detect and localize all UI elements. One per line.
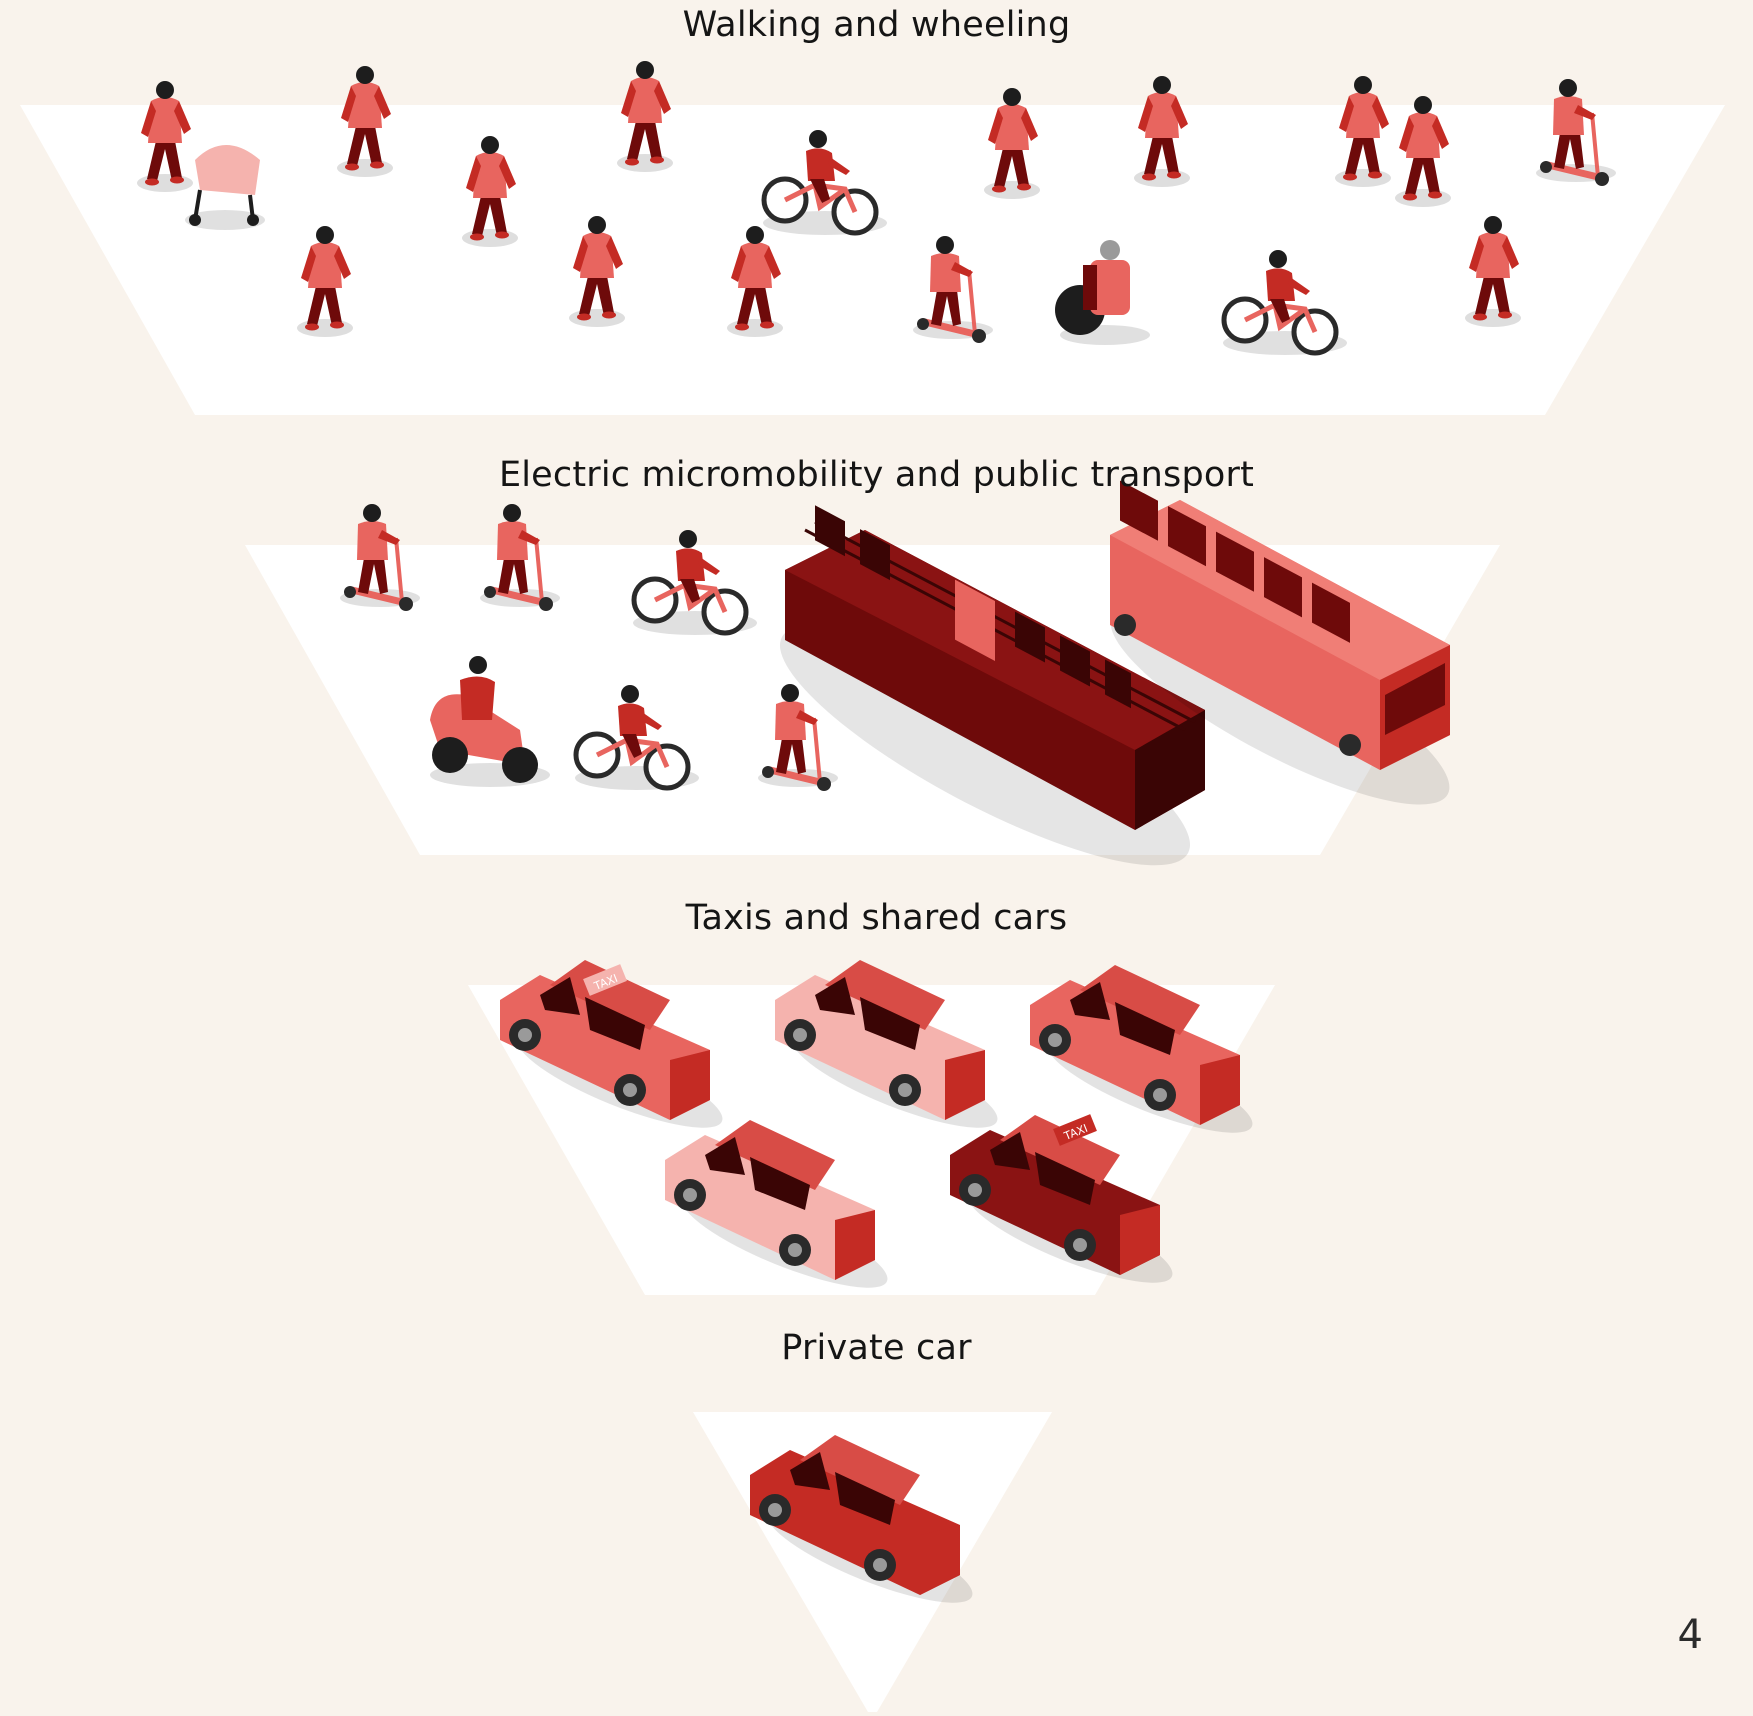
walking-figures: [137, 61, 1616, 355]
wheelchair-icon: [1055, 240, 1150, 345]
moped-icon: [430, 656, 550, 787]
tier-title-walking: Walking and wheeling: [682, 5, 1071, 45]
tier-title-private-car: Private car: [781, 1328, 972, 1368]
page-number: 4: [1677, 1612, 1703, 1658]
stroller-icon: [185, 145, 265, 230]
taxi-figures: TAXI TAXI: [500, 960, 1262, 1306]
micromobility-figures: [340, 480, 1472, 908]
band-walking: [20, 105, 1725, 415]
tier-title-micromobility: Electric micromobility and public transp…: [498, 455, 1255, 495]
tier-title-taxis: Taxis and shared cars: [685, 898, 1068, 938]
